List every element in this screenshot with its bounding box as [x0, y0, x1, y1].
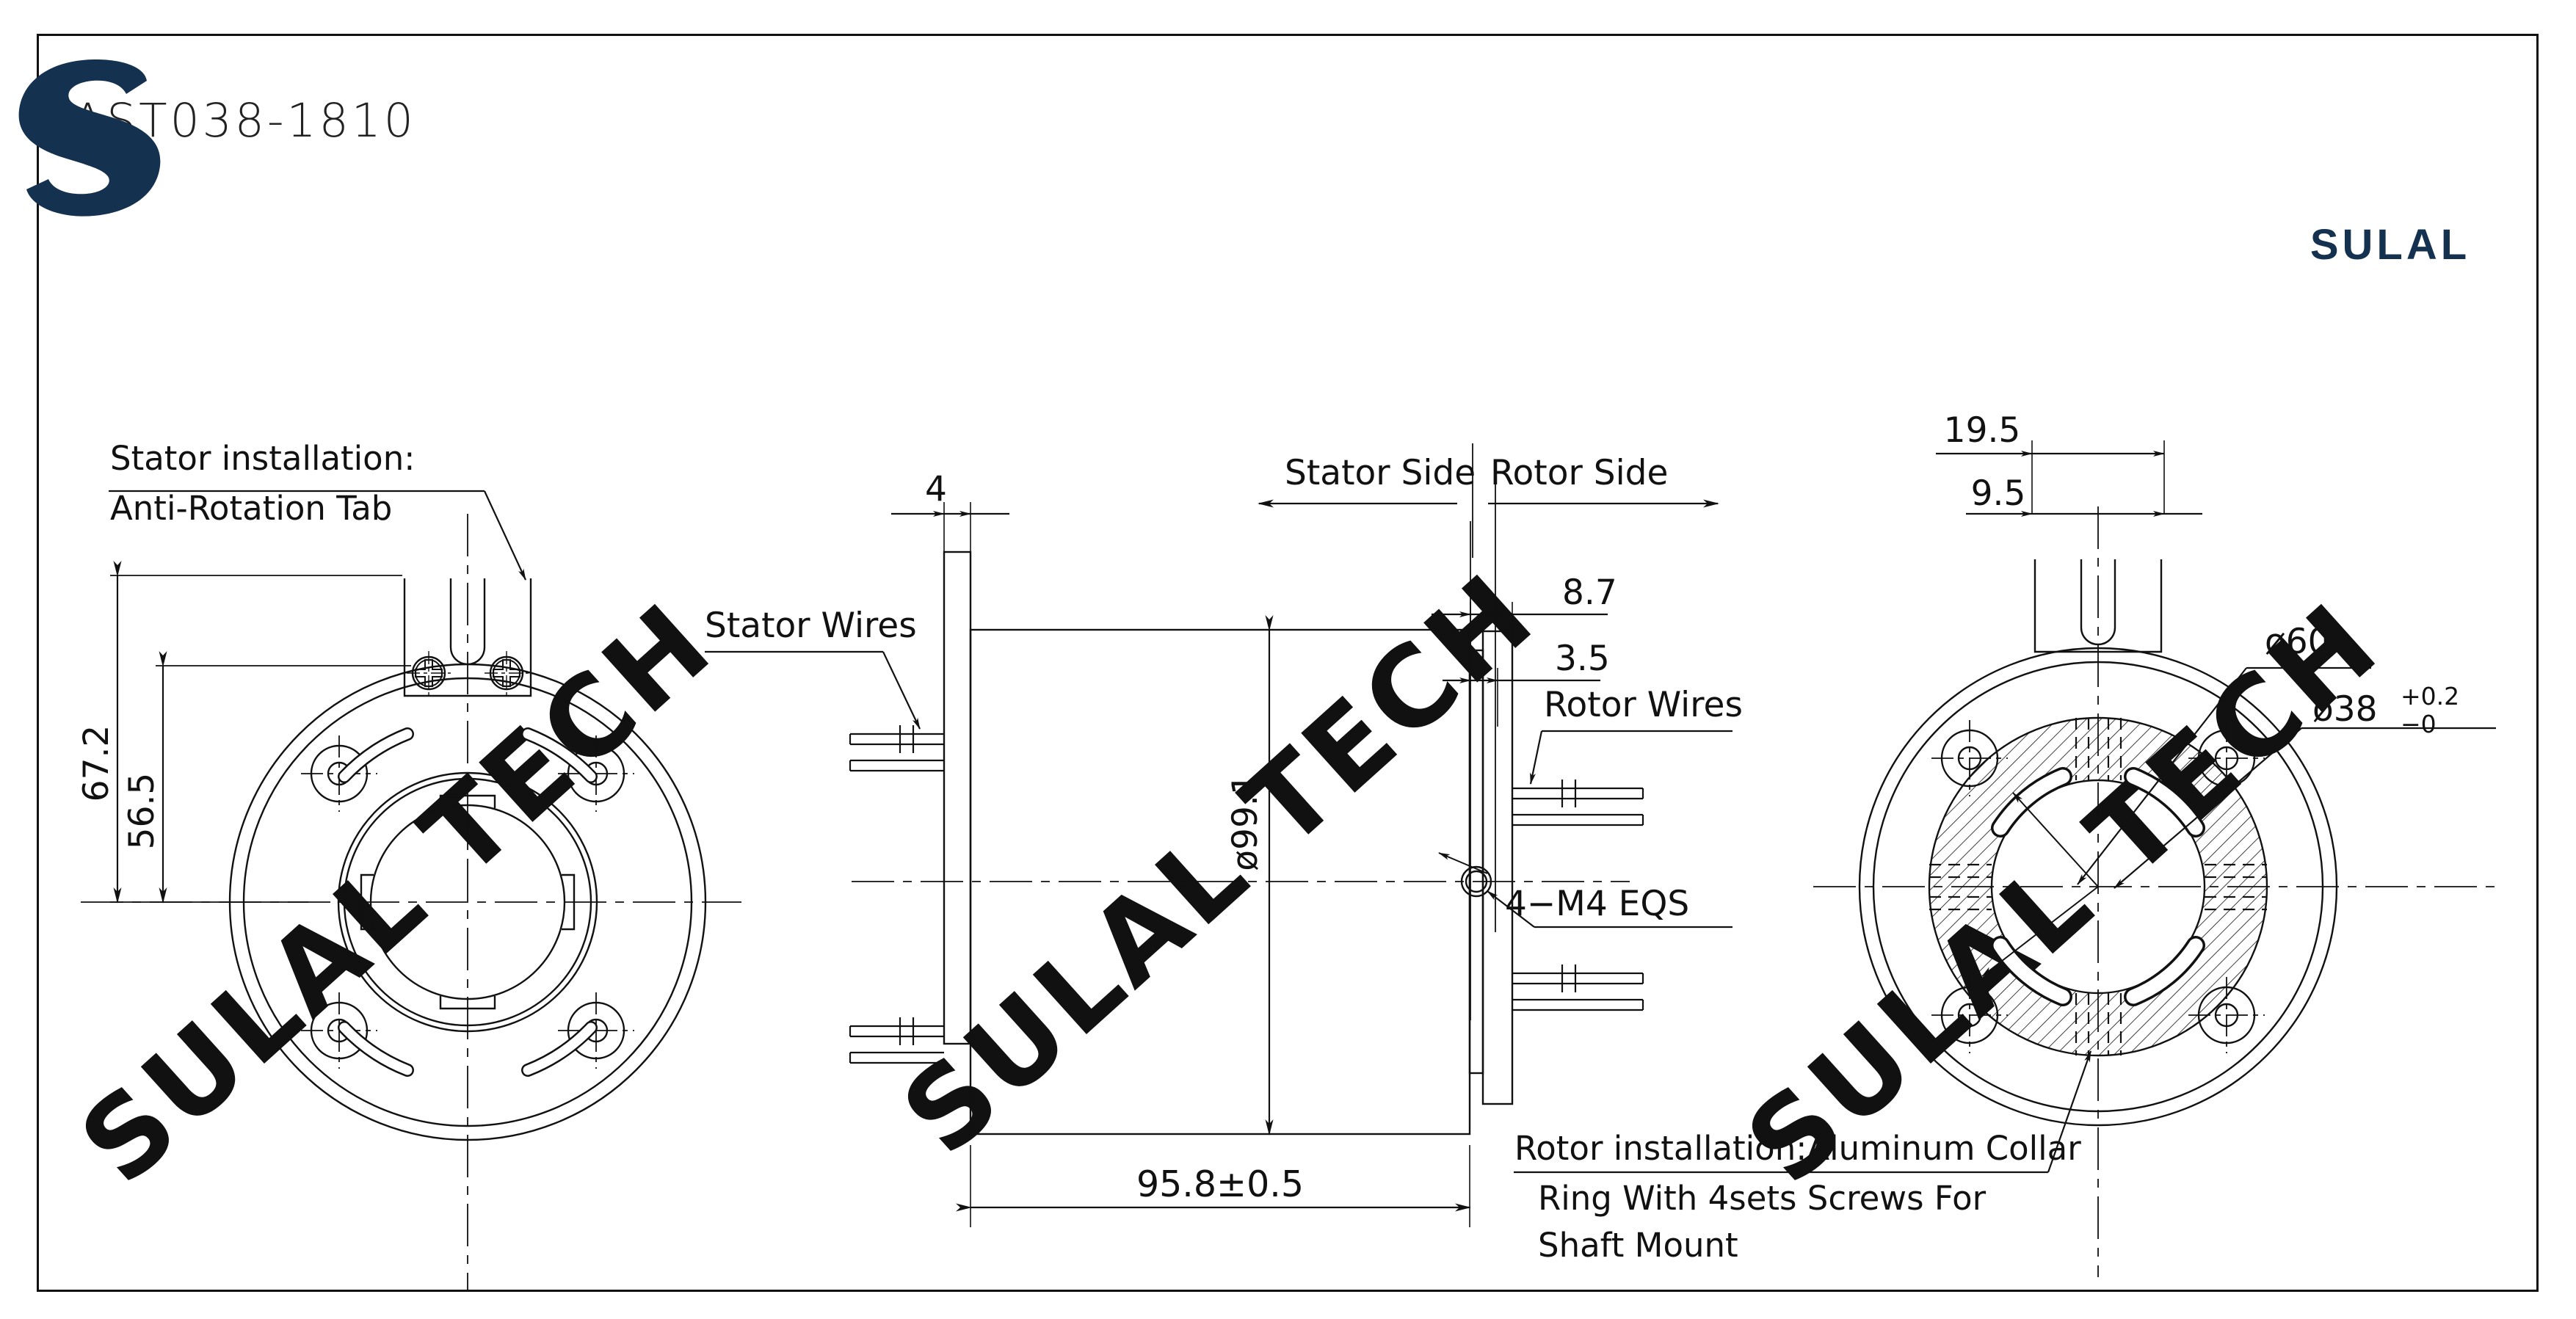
brand-wordmark: SULAL: [2310, 221, 2471, 269]
watermark-group: SULAL TECH SULAL TECH SULAL TECH: [57, 549, 2403, 1208]
dim-label-95-8: 95.8±0.5: [1136, 1163, 1304, 1205]
m4-eqs-leader: [1438, 852, 1733, 929]
stator-install-note-line1: Stator installation:: [110, 439, 415, 478]
rotor-install-note-line1: Rotor installation:Aluminum Collar: [1514, 1129, 2081, 1168]
dia38-tol-upper: +0.2: [2401, 682, 2459, 711]
m4-thread-symbol: [1460, 865, 1492, 898]
bore-ring-outer: [337, 771, 598, 1033]
stator-install-note-leader: [109, 490, 526, 581]
dim-label-4: 4: [925, 469, 947, 509]
bore-ring-mid: [343, 777, 592, 1027]
centerline: [1813, 506, 2496, 1277]
sheet-border: [37, 34, 2539, 1292]
dim-label-9-5: 9.5: [1971, 473, 2026, 514]
dia38-label-group: ø38 +0.2 −0: [2312, 682, 2459, 738]
collar-outer-circle: [1928, 716, 2268, 1057]
rotor-install-note-line2: Ring With 4sets Screws For: [1538, 1179, 1987, 1218]
dia38-label: ø38: [2312, 689, 2378, 730]
bore-ring-inner: [369, 804, 566, 1000]
stator-wires-leader: [705, 650, 921, 730]
m4-eqs-label: 4−M4 EQS: [1505, 884, 1689, 924]
stator-side-label: Stator Side: [1285, 453, 1476, 493]
flange-outer-circle: [1858, 647, 2338, 1127]
watermark-text: SULAL TECH: [1724, 578, 2403, 1208]
arc-slot-group: [338, 727, 598, 1077]
left-view-dimensions: [110, 561, 411, 904]
middle-view-dimensions: [891, 502, 1608, 1227]
dia60-label: ø60: [2265, 622, 2330, 662]
stator-install-note-line2: Anti-Rotation Tab: [110, 489, 392, 528]
rotor-wire-lower: [1512, 964, 1644, 1011]
anti-rotation-tab: [2033, 559, 2163, 653]
rotor-wire-upper: [1512, 780, 1644, 826]
rotor-side-label: Rotor Side: [1490, 453, 1668, 493]
dia60-leader: [2077, 666, 2371, 885]
dim-label-56-5: 56.5: [122, 773, 162, 850]
stator-wire-lower: [849, 1017, 944, 1064]
dim-label-19-5: 19.5: [1944, 410, 2021, 451]
bore-notch-group: [360, 794, 576, 1010]
anti-rotation-tab: [403, 578, 532, 697]
right-view-dimensions: [1936, 440, 2202, 517]
sulal-logo-icon: [18, 59, 161, 217]
dia38-leader: [1981, 727, 2496, 977]
dim-label-99-1: ø99.1: [1225, 773, 1266, 871]
dia38-tol-lower: −0: [2401, 710, 2437, 738]
side-direction-arrows: [1258, 443, 1719, 558]
flange-inner-circle: [1872, 661, 2324, 1113]
rotor-wires-leader: [1529, 730, 1733, 785]
watermark-text: SULAL TECH: [879, 549, 1559, 1179]
stator-wires-label: Stator Wires: [705, 606, 917, 646]
stator-wire-upper: [849, 725, 944, 772]
dim-label-3-5: 3.5: [1555, 639, 1610, 679]
rotor-wires-label: Rotor Wires: [1544, 685, 1743, 725]
rotor-install-note-line3: Shaft Mount: [1538, 1226, 1738, 1265]
arc-slot-group: [1991, 767, 2205, 1006]
dim-label-67-2: 67.2: [76, 725, 117, 802]
hidden-screw-lines: [1929, 718, 2267, 1055]
stator-flange-plate: [943, 551, 972, 1045]
rotor-install-note-leader: [1514, 1050, 2092, 1174]
dim-label-8-7: 8.7: [1562, 573, 1617, 613]
collar-bore-circle: [1990, 779, 2206, 995]
